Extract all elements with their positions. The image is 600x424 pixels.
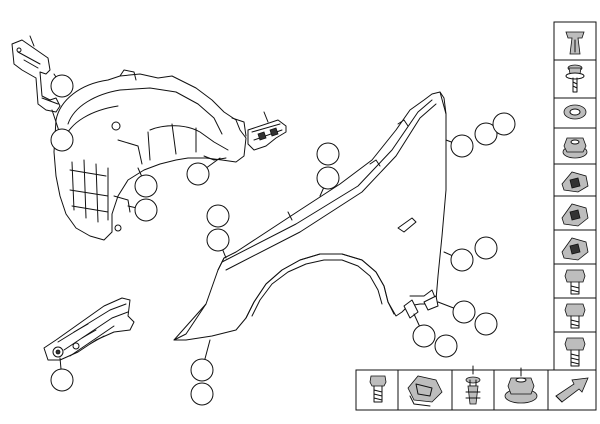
clip-nut-icon — [561, 203, 589, 227]
hex-bolt-icon — [564, 337, 586, 367]
expanding-nut-icon — [565, 31, 585, 55]
callout-1 — [50, 74, 74, 98]
callout-4 — [134, 198, 158, 222]
callout-6 — [316, 142, 340, 166]
part-box-10 — [553, 331, 597, 373]
hex-bolt-icon — [564, 269, 586, 295]
callout-18 — [434, 334, 458, 358]
callout-19 — [50, 368, 74, 392]
callout-16 — [474, 312, 498, 336]
callout-5 — [186, 162, 210, 186]
callout-20 — [190, 358, 214, 382]
callout-15 — [452, 300, 476, 324]
push-rivet-icon — [465, 365, 481, 405]
callout-2 — [50, 128, 74, 152]
hex-nut-icon — [562, 137, 588, 159]
callout-3 — [134, 174, 158, 198]
rear-bracket — [11, 35, 61, 113]
callout-17 — [412, 324, 436, 348]
callout-21 — [190, 382, 214, 406]
callout-12 — [492, 112, 516, 136]
screw-with-washer-icon — [565, 64, 585, 93]
front-fender — [173, 91, 447, 341]
hardware-column — [553, 21, 597, 373]
trim-clip-strip — [247, 111, 287, 151]
clip-nut-icon — [561, 237, 589, 261]
callout-13 — [474, 236, 498, 260]
callout-7 — [316, 166, 340, 190]
washer-ring-icon — [563, 104, 587, 120]
callout-group — [50, 73, 516, 406]
callout-14 — [450, 248, 474, 272]
forward-arrow-icon — [555, 377, 589, 403]
lower-support-bracket — [43, 297, 135, 361]
callout-10 — [450, 134, 474, 158]
callout-9 — [206, 228, 230, 252]
hardware-row — [355, 365, 597, 411]
hex-bolt-icon — [564, 303, 586, 329]
bolt-icon — [369, 375, 387, 403]
callout-11 — [474, 122, 498, 146]
wheel-arch-liner — [53, 69, 247, 241]
spring-clip-icon — [407, 375, 443, 407]
flange-nut-icon — [504, 367, 538, 404]
clip-nut-icon — [561, 171, 589, 193]
callout-8 — [206, 204, 230, 228]
